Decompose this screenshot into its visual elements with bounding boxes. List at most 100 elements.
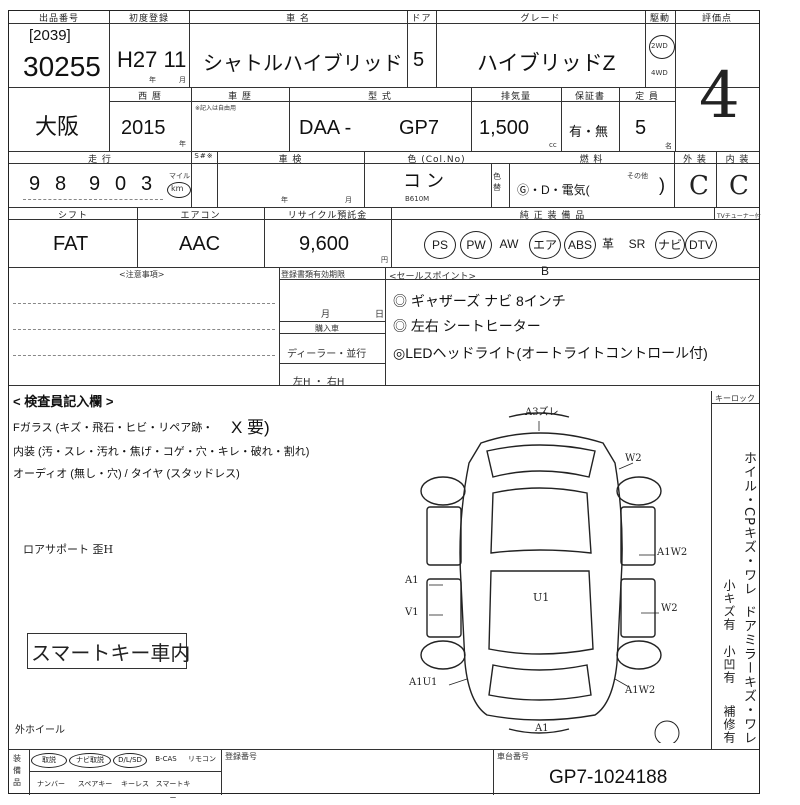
grade-label: グレード bbox=[520, 14, 561, 24]
inspection-label: 車 検 bbox=[278, 155, 303, 165]
divider bbox=[217, 151, 218, 207]
divider bbox=[674, 151, 675, 207]
plate-label: 登録番号 bbox=[225, 752, 257, 761]
windshield-line: Fガラス (キズ・飛石・ヒビ・リペア跡・ bbox=[13, 422, 214, 434]
annotation-leaders bbox=[429, 421, 659, 688]
divider bbox=[279, 321, 385, 322]
divider bbox=[221, 749, 222, 795]
color-change-label: 色替 bbox=[493, 172, 501, 192]
footer-item: D/L/SD bbox=[113, 753, 147, 768]
divider bbox=[407, 11, 408, 87]
divider bbox=[279, 363, 385, 364]
model-year: 2015 bbox=[121, 117, 166, 139]
row1-bottom-line bbox=[9, 87, 759, 88]
footer-item: ナンバー bbox=[37, 780, 65, 788]
footer-item: ナビ取説 bbox=[69, 753, 111, 768]
capacity-unit: 名 bbox=[665, 142, 672, 150]
damage-center: U1 bbox=[533, 591, 550, 604]
registration-label: 登録書類有効期限 bbox=[281, 270, 345, 279]
inspection-month-unit: 月 bbox=[345, 196, 352, 204]
divider bbox=[436, 11, 437, 87]
damage-top: A3ズレ bbox=[525, 407, 559, 418]
mileage-digit: 9 bbox=[29, 173, 41, 195]
fuel-lid-mark bbox=[654, 720, 680, 743]
divider bbox=[279, 333, 385, 334]
divider bbox=[109, 11, 110, 87]
auction-sheet: 出品番号 [2039] 30255 初度登録 H27 11 年 月 車 名 シャ… bbox=[8, 10, 761, 802]
mileage-baseline bbox=[23, 199, 163, 200]
fuel-label: 燃 料 bbox=[579, 155, 604, 165]
car-damage-diagram bbox=[420, 412, 680, 743]
model-prefix: DAA - bbox=[299, 117, 352, 139]
footer-item: 取説 bbox=[31, 753, 67, 768]
note-line bbox=[13, 355, 275, 356]
damage-right-upper: A1W2 bbox=[657, 547, 688, 558]
divider bbox=[675, 11, 676, 151]
drive-2wd: 2WD bbox=[651, 42, 668, 50]
divider bbox=[9, 267, 759, 268]
equipment-label: 純 正 装 備 品 bbox=[519, 211, 586, 221]
odometer-flag-label: S#※ bbox=[194, 152, 214, 160]
note-door-mirror: ドアミラーキズ・ワレ bbox=[741, 605, 756, 745]
divider bbox=[391, 207, 392, 267]
car-outline bbox=[420, 412, 662, 734]
sales-point: ◎ ギャザーズ ナビ 8インチ bbox=[393, 293, 566, 309]
divider bbox=[137, 207, 138, 267]
divider bbox=[189, 11, 190, 87]
chassis-label: 車台番号 bbox=[497, 752, 529, 761]
divider bbox=[561, 87, 562, 151]
divider bbox=[9, 207, 759, 208]
divider bbox=[364, 151, 365, 207]
divider bbox=[279, 267, 280, 385]
displacement-label: 排気量 bbox=[500, 92, 531, 102]
color: コ ン bbox=[403, 171, 445, 191]
inspection-year-unit: 年 bbox=[281, 196, 288, 204]
equipment-item: SR bbox=[628, 237, 646, 251]
note-rear-support: ロアサポート 歪H bbox=[23, 543, 114, 556]
fuel-other: その他 bbox=[627, 172, 648, 180]
note-line bbox=[13, 329, 275, 330]
cc-unit: cc bbox=[549, 141, 557, 149]
footer-item: スマートキー bbox=[155, 780, 191, 802]
km-circle bbox=[167, 182, 191, 198]
capacity: 5 bbox=[635, 117, 647, 139]
year-label: 西 暦 bbox=[138, 92, 162, 102]
registration-day: 日 bbox=[375, 310, 385, 320]
year-unit: 年 bbox=[179, 140, 186, 148]
region: 大阪 bbox=[35, 114, 80, 139]
car-name-label: 車 名 bbox=[286, 14, 310, 24]
capacity-label: 定 員 bbox=[635, 92, 659, 102]
divider bbox=[9, 385, 759, 386]
model-code-label: 型 式 bbox=[368, 92, 392, 102]
damage-bottom-left: A1U1 bbox=[409, 677, 438, 688]
purchase-label: 購入車 bbox=[315, 324, 339, 333]
divider bbox=[9, 749, 759, 750]
sales-point: ◎LEDヘッドライト(オートライトコントロール付) bbox=[393, 345, 708, 361]
divider bbox=[279, 279, 759, 280]
handle-value: 左H ・ 右H bbox=[293, 377, 345, 388]
equipment-item: PW bbox=[460, 231, 492, 259]
divider bbox=[509, 163, 510, 207]
divider bbox=[29, 749, 30, 795]
fuel-close: ) bbox=[659, 175, 665, 195]
damage-bottom: A1 bbox=[535, 723, 549, 734]
lot-sub-number: [2039] bbox=[29, 27, 71, 44]
divider bbox=[9, 151, 759, 152]
mile-unit: マイル bbox=[169, 172, 190, 180]
footer-item: キーレス bbox=[121, 780, 149, 788]
warranty-label: 保証書 bbox=[574, 92, 605, 102]
equipment-item: PS bbox=[424, 231, 456, 259]
first-registration-value: H27 11 bbox=[117, 47, 187, 72]
registration-month: 月 bbox=[321, 310, 331, 320]
door-label: ドア bbox=[411, 14, 432, 24]
color-code: B610M bbox=[405, 195, 430, 203]
equipment-section-label: 装備品 bbox=[13, 754, 21, 787]
note-smartkey: スマートキー車内 bbox=[31, 641, 191, 665]
divider bbox=[471, 87, 472, 151]
displacement: 1,500 bbox=[479, 117, 530, 139]
drive-4wd: 4WD bbox=[651, 69, 668, 77]
door-count: 5 bbox=[413, 49, 425, 71]
divider bbox=[9, 219, 759, 220]
note-small-dent: 小凹有 bbox=[722, 645, 736, 684]
purchase-value: ディーラー・並行 bbox=[287, 349, 367, 360]
